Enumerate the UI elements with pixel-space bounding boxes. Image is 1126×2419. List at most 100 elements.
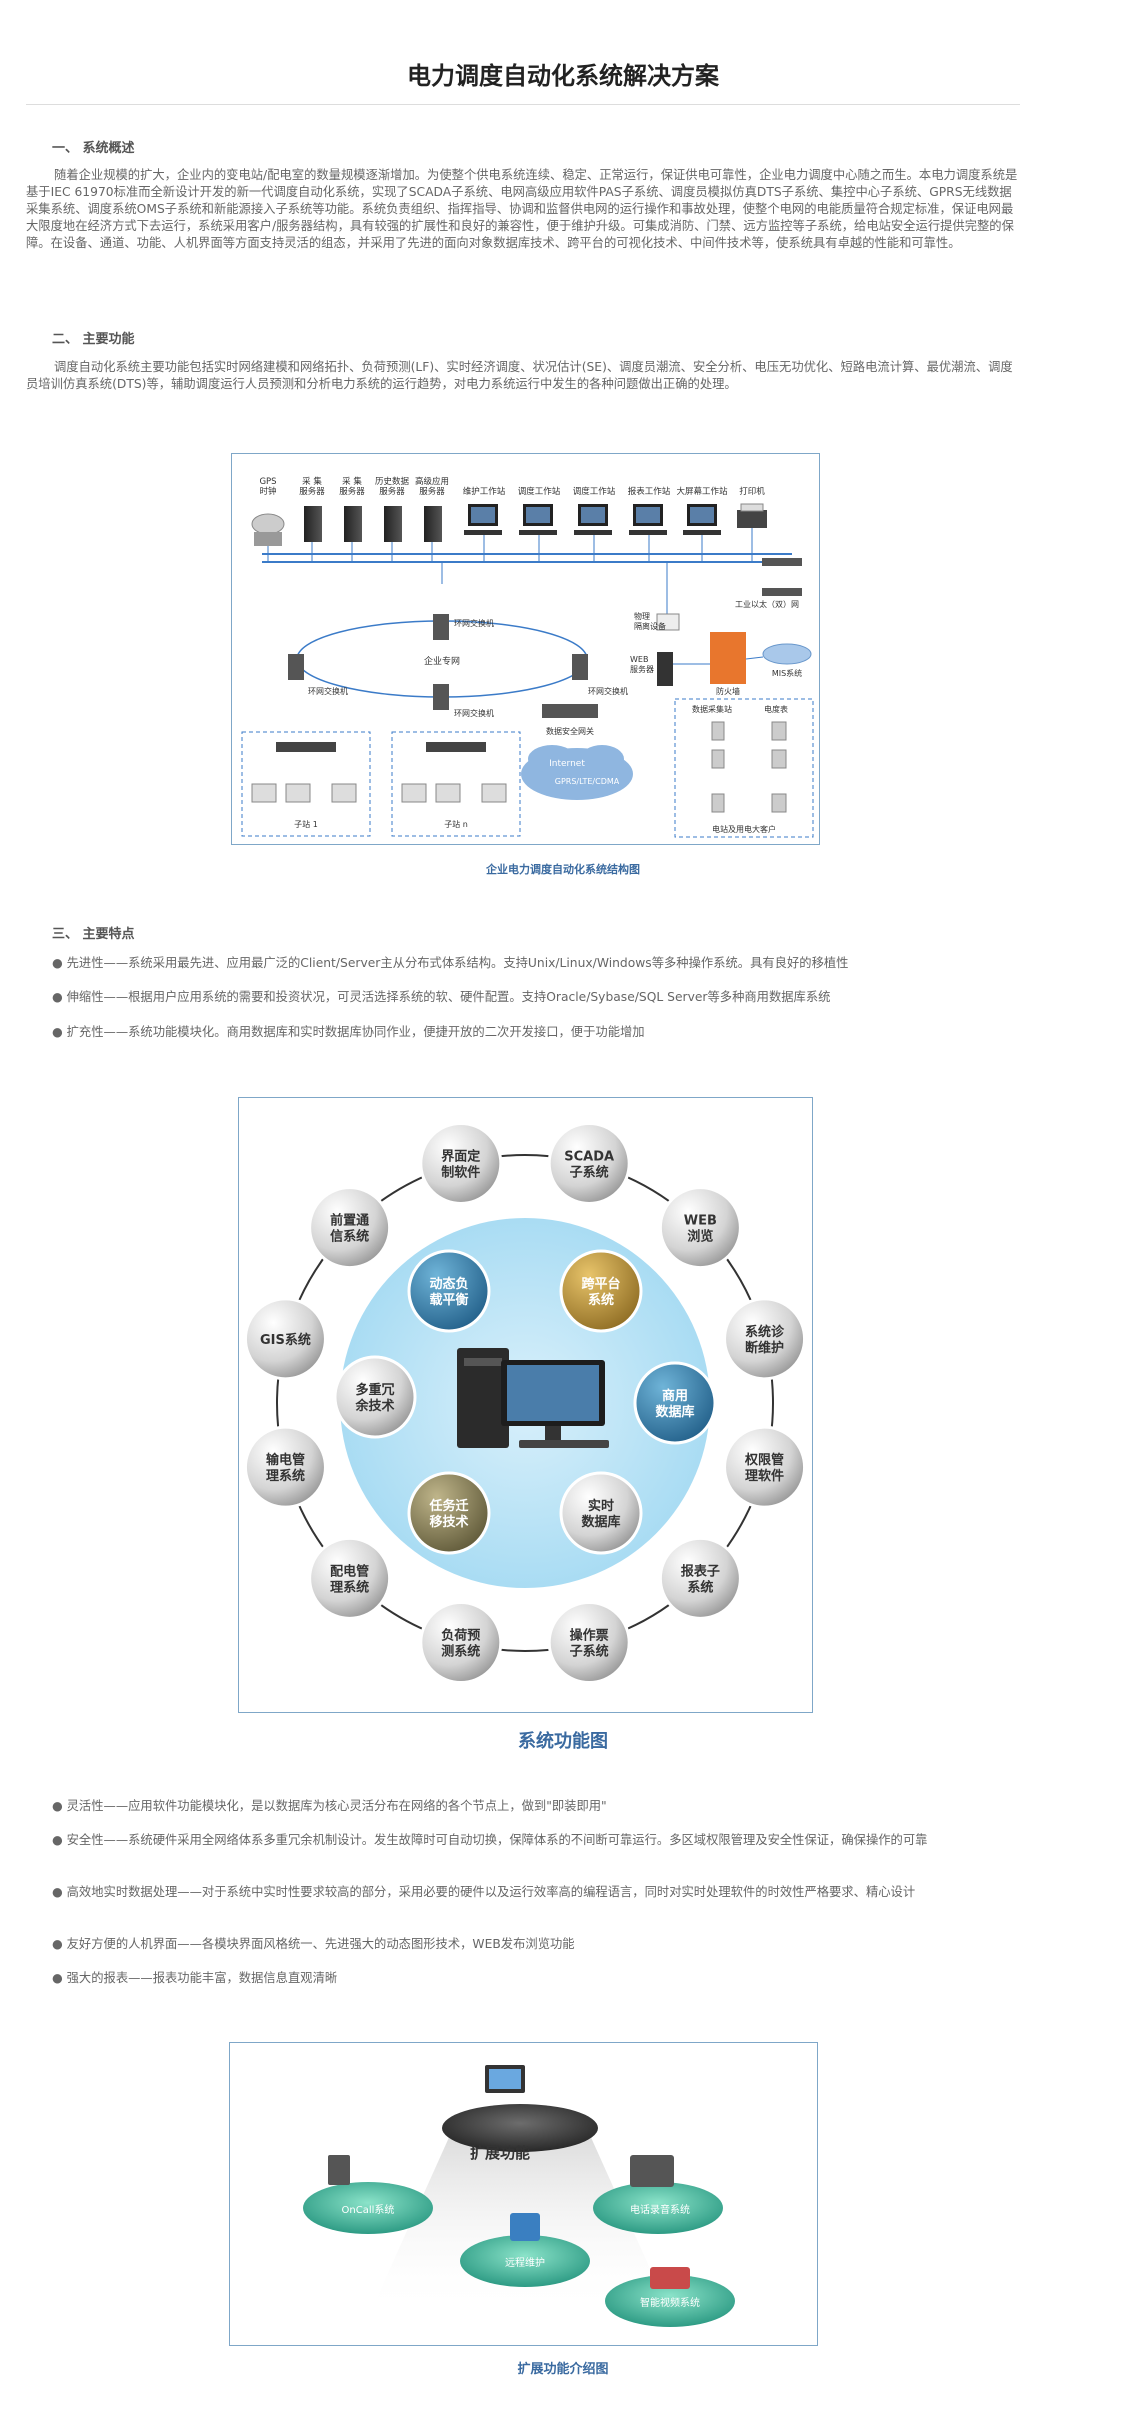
isolation-device-icon [656, 613, 680, 631]
outer-function-node-label: GIS系统 [260, 1332, 311, 1348]
substation-1-box [241, 731, 371, 837]
outer-function-node-label: 系统诊断维护 [745, 1324, 785, 1356]
substation-n-label: 子站 n [444, 819, 468, 829]
node-recording-label: 电话录音系统 [630, 2203, 690, 2216]
substation-n-box [391, 731, 521, 837]
workstation-icon [464, 504, 502, 535]
gateway-icon [542, 704, 598, 718]
server-icon [384, 506, 402, 542]
internet-label: Internet [549, 759, 585, 769]
workstation-icon [574, 504, 612, 535]
inner-function-node: 跨平台系统 [559, 1249, 643, 1333]
page-title: 电力调度自动化系统解决方案 [407, 62, 719, 90]
ring-switch-label: 环网交换机 [308, 686, 348, 696]
workstation-icon [519, 504, 557, 535]
firewall-label: 防火墙 [716, 686, 740, 696]
internet-cloud-icon [521, 745, 633, 800]
feature-bullet: ● 灵活性——应用软件功能模块化，是以数据库为核心灵活分布在网络的各个节点上，做… [52, 1799, 607, 1813]
ring-switch-label: 环网交换机 [454, 708, 494, 718]
remote-label: 电站及用电大客户 [712, 824, 776, 834]
server-icon [424, 506, 442, 542]
outer-function-node-label: 报表子系统 [681, 1563, 720, 1595]
isolation-label: 物理隔离设备 [634, 611, 666, 631]
functions-paragraph: 调度自动化系统主要功能包括实时网络建模和网络拓扑、负荷预测(LF)、实时经济调度… [26, 360, 1013, 391]
meter-label: 电度表 [764, 704, 788, 714]
gprs-label: GPRS/LTE/CDMA [555, 777, 620, 786]
rtu-icon [276, 742, 336, 752]
laptop-icon [485, 2065, 525, 2093]
workstation-label-report: 报表工作站 [628, 486, 671, 497]
collector-server-label-2: 采 集服务器 [339, 476, 365, 497]
feature-bullet: ● 先进性——系统采用最先进、应用最广泛的Client/Server主从分布式体… [52, 956, 849, 970]
rtu-icon [426, 742, 486, 752]
workstation-label-bigscreen: 大屏幕工作站 [676, 486, 728, 497]
inner-function-node-label: 任务迁移技术 [428, 1498, 468, 1530]
inner-function-node-label: 动态负载平衡 [429, 1276, 468, 1308]
ethernet-label: 工业以太（双）网 [735, 599, 799, 609]
outer-function-node-label: 负荷预测系统 [441, 1628, 480, 1660]
node-remote [460, 2235, 590, 2287]
feature-bullet: ● 伸缩性——根据用户应用系统的需要和投资状况，可灵活选择系统的软、硬件配置。支… [52, 990, 831, 1004]
inner-function-node-label: 商用数据库 [655, 1388, 694, 1420]
inner-function-node-label: 多重冗余技术 [354, 1382, 394, 1414]
outer-function-node: 输电管理系统 [243, 1425, 327, 1509]
feature-bullet: ● 扩充性——系统功能模块化。商用数据库和实时数据库协同作业，便捷开放的二次开发… [52, 1025, 645, 1039]
feature-bullet: ● 安全性——系统硬件采用全网络体系多重冗余机制设计。发生故障时可自动切换，保障… [52, 1833, 928, 1847]
server-icon [304, 506, 322, 542]
firewall-icon [710, 632, 746, 684]
ring-switch-label: 环网交换机 [588, 686, 628, 696]
outer-function-node: 权限管理软件 [723, 1425, 807, 1509]
overview-paragraph: 随着企业规模的扩大，企业内的变电站/配电室的数量规模逐渐增加。为使整个供电系统连… [26, 168, 1018, 250]
camera-icon [650, 2267, 690, 2289]
inner-function-node: 动态负载平衡 [407, 1249, 491, 1333]
gateway-label: 数据安全网关 [546, 726, 594, 736]
extension-caption: 扩展功能介绍图 [517, 2362, 609, 2377]
history-server-label: 历史数据服务器 [375, 476, 410, 497]
section-heading-overview: 一、 系统概述 [52, 141, 135, 156]
inner-function-node-label: 实时数据库 [581, 1498, 620, 1530]
computer-icon [457, 1348, 609, 1448]
outer-function-node-label: 输电管理系统 [266, 1452, 305, 1484]
title-divider [26, 104, 1020, 105]
outer-function-node-label: 配电管理系统 [330, 1563, 369, 1595]
workstation-label-maint: 维护工作站 [463, 486, 506, 497]
outer-function-node-label: 界面定制软件 [441, 1148, 480, 1180]
collector-label: 数据采集站 [692, 704, 732, 714]
printer-label: 打印机 [739, 486, 765, 497]
mis-label: MIS系统 [772, 668, 802, 678]
outer-function-node: GIS系统 [243, 1297, 327, 1381]
feature-bullet: ● 高效地实时数据处理——对于系统中实时性要求较高的部分，采用必要的硬件以及运行… [52, 1885, 916, 1899]
remote-user-icon [510, 2213, 540, 2241]
mis-icon [762, 643, 812, 665]
gps-dish-icon [251, 513, 285, 546]
collector-server-label-1: 采 集服务器 [299, 476, 325, 497]
inner-function-node-label: 跨平台系统 [581, 1276, 620, 1308]
ring-switch-icon [288, 614, 588, 710]
extension-diagram: 扩展功能 OnCall系统 电话录音系统 远程维护 智能视频系统 [229, 2042, 818, 2346]
outer-function-node: 界面定制软件 [419, 1121, 503, 1205]
workstation-label-dispatch-1: 调度工作站 [518, 486, 561, 497]
center-platform [442, 2104, 598, 2152]
inner-function-node: 任务迁移技术 [407, 1471, 491, 1555]
outer-function-node: 系统诊断维护 [723, 1297, 807, 1381]
node-video [605, 2275, 735, 2327]
ring-switch-label: 环网交换机 [454, 618, 494, 628]
phone-icon [328, 2155, 350, 2185]
node-video-label: 智能视频系统 [640, 2296, 700, 2309]
outer-function-node: 操作票子系统 [547, 1601, 631, 1685]
inner-function-node: 多重冗余技术 [333, 1355, 417, 1439]
node-oncall-label: OnCall系统 [342, 2203, 395, 2216]
printer-icon [737, 503, 767, 528]
server-icon [344, 506, 362, 542]
architecture-caption: 企业电力调度自动化系统结构图 [486, 863, 640, 876]
